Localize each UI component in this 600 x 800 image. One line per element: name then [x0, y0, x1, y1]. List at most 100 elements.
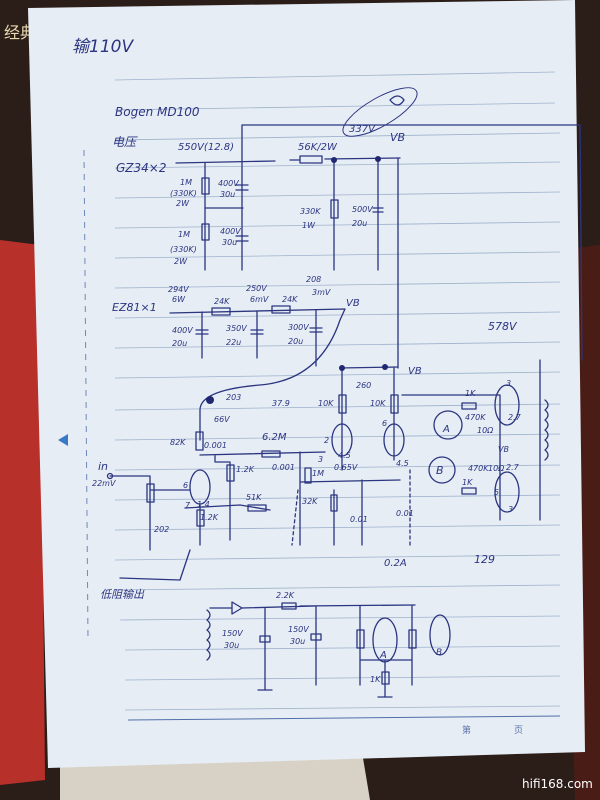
v2-current: 6mV: [250, 295, 269, 304]
bias-supply-title: 低阻输出: [100, 588, 145, 601]
cap-b-voltage: 350V: [226, 324, 247, 333]
resistor-1-2k-a: 1.2K: [236, 465, 255, 474]
supply-note: 输110V: [72, 37, 134, 57]
resistor-470k-b: 470K: [468, 464, 489, 473]
resistor-1k-b: 1K: [462, 478, 473, 487]
pin-2: 2: [324, 436, 329, 445]
node-voltage-337: 337V: [349, 124, 376, 135]
bias-cap-1-voltage: 150V: [222, 629, 243, 638]
cap-2-value: 30u: [222, 238, 237, 247]
bleeder-2-alt: (330K): [170, 245, 197, 254]
rectifier-ez81: EZ81×1: [112, 301, 157, 314]
pin-6-a: 6: [183, 481, 188, 490]
vb-label-3: VB: [408, 366, 422, 377]
bias-cap-2-voltage: 150V: [288, 625, 309, 634]
bleeder-1-alt: (330K): [170, 189, 197, 198]
resistor-32k: 32K: [302, 497, 318, 506]
r2-label: 24K: [282, 295, 298, 304]
voltage-260: 260: [356, 381, 371, 390]
voltage-label: 电压: [112, 135, 138, 149]
input-level: 22mV: [92, 479, 116, 488]
voltage-2-7-a: 2.7: [508, 413, 522, 422]
resistor-1k-bias: 1K: [370, 675, 381, 684]
v1-voltage: 294V: [168, 285, 189, 294]
r1-label: 24K: [214, 297, 230, 306]
bleeder-2-power: 2W: [174, 257, 188, 266]
resistor-10-ohm-a: 10Ω: [477, 426, 494, 435]
resistor-82k: 82K: [170, 438, 186, 447]
bleeder-1-power: 2W: [176, 199, 190, 208]
cap-c-voltage: 300V: [288, 323, 309, 332]
cap-2-voltage: 400V: [220, 227, 241, 236]
cap-3-voltage: 500V: [352, 205, 373, 214]
voltage-37-9: 37.9: [272, 399, 290, 408]
resistor-1k-a: 1K: [465, 389, 476, 398]
v3-voltage: 208: [306, 275, 321, 284]
divider-value: 330K: [300, 207, 321, 216]
value-129: 129: [474, 553, 495, 566]
amplifier-wiring: [106, 359, 549, 581]
cap-3-value: 20u: [352, 219, 367, 228]
voltage-202: 202: [154, 525, 169, 534]
pot-a-label: A: [379, 650, 387, 661]
pin-7: 7: [185, 501, 191, 510]
voltage-4-5-a: 4.5: [338, 451, 351, 460]
meter-b-label: B: [436, 464, 444, 477]
current-0-2a: 0.2A: [384, 558, 407, 569]
vb-label-4: VB: [498, 445, 509, 454]
v3-current: 3mV: [312, 288, 331, 297]
page-prefix: 第: [462, 724, 471, 736]
b-plus-578v: 578V: [488, 320, 518, 333]
resistor-6-2m: 6.2M: [262, 432, 287, 443]
ac-voltage-label: 550V(12.8): [178, 142, 234, 153]
cap-b-value: 22u: [226, 338, 241, 347]
v1-power: 6W: [172, 295, 186, 304]
bleeder-2-value: 1M: [178, 230, 190, 239]
resistor-1m: 1M: [312, 469, 324, 478]
meter-a-label: A: [442, 424, 450, 435]
red-book: [0, 240, 45, 785]
pin-3: 3: [318, 455, 323, 464]
voltage-0-65: 0.65V: [334, 463, 358, 472]
cap-0-001-b: 0.001: [272, 463, 295, 472]
voltage-66: 66V: [214, 415, 230, 424]
vb-label: VB: [390, 131, 405, 144]
cap-c-value: 20u: [288, 337, 303, 346]
input-label: in: [98, 460, 108, 473]
voltage-4-5-b: 4.5: [396, 459, 409, 468]
cap-1-voltage: 400V: [218, 179, 239, 188]
pin-3-c: 3: [508, 505, 513, 514]
resistor-2-2k: 2.2K: [276, 591, 295, 600]
divider-power: 1W: [302, 221, 316, 230]
bleeder-1-value: 1M: [180, 178, 192, 187]
page-suffix: 页: [514, 725, 523, 736]
power-supply-wiring: [169, 87, 583, 441]
voltage-203: 203: [226, 393, 241, 402]
watermark: hifi168.com: [522, 777, 593, 791]
v2-voltage: 250V: [246, 284, 267, 293]
voltage-1-4: 1.4: [197, 500, 210, 509]
series-resistor-label: 56K/2W: [298, 142, 338, 153]
cap-0-01-b: 0.01: [396, 509, 414, 518]
pin-5: 5: [494, 488, 499, 497]
plate-resistor-1: 10K: [318, 399, 334, 408]
resistor-10-ohm-b: 10Ω: [488, 464, 505, 473]
book-spine-text: 经典: [4, 23, 36, 42]
rectifier-gz34: GZ34×2: [116, 161, 166, 175]
voltage-2-7-b: 2.7: [506, 463, 520, 472]
model-title: Bogen MD100: [115, 105, 200, 119]
plate-resistor-2: 10K: [370, 399, 386, 408]
bias-cap-1-value: 30u: [224, 641, 239, 650]
pin-3-b: 3: [506, 379, 511, 388]
cap-a-voltage: 400V: [172, 326, 193, 335]
cap-0-001-a: 0.001: [204, 441, 227, 450]
vb-label-2: VB: [346, 298, 360, 309]
ruled-lines: [58, 71, 561, 721]
resistor-470k-a: 470K: [465, 413, 486, 422]
pot-b-label: B: [436, 648, 442, 658]
paper-sheet: [28, 0, 585, 768]
cap-0-01-a: 0.01: [350, 515, 368, 524]
cap-1-value: 30u: [220, 190, 235, 199]
bias-supply-wiring: [206, 601, 451, 698]
